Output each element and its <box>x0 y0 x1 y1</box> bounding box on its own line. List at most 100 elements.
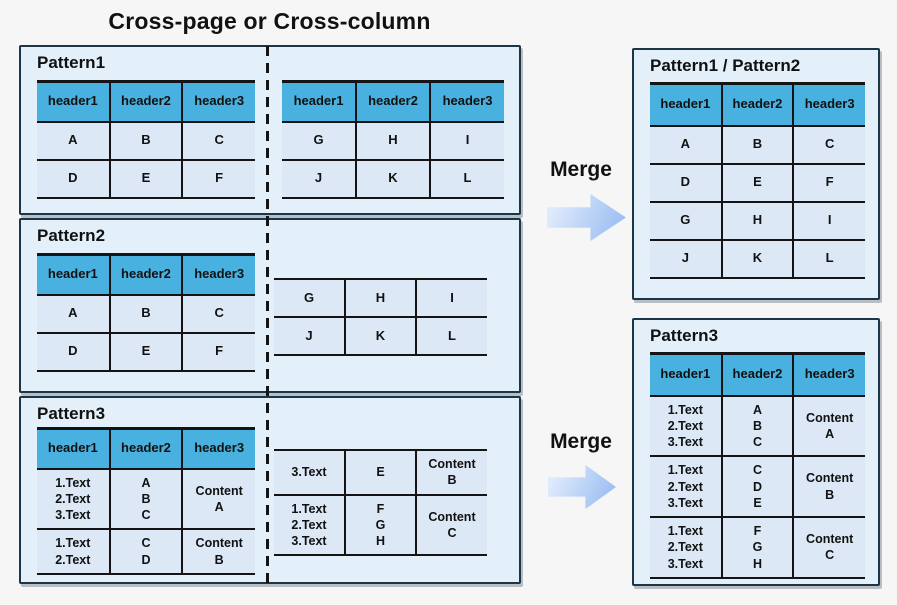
table-cell: H <box>720 200 794 240</box>
header-cell: header2 <box>108 81 183 122</box>
pattern3-main-table: header1 header2 header3 1.Text 2.Text 3.… <box>37 427 255 575</box>
table-row: 3.Text E Content B <box>274 450 487 495</box>
pattern1-continuation-table: header1 header2 header3 G H I J K L <box>282 80 504 199</box>
table-cell: E <box>720 162 794 202</box>
table-cell: 1.Text 2.Text 3.Text <box>274 493 345 556</box>
table-row: J K L <box>274 316 487 355</box>
pattern2-main-table: header1 header2 header3 A B C D E F <box>37 253 255 372</box>
header-cell: header3 <box>181 254 255 295</box>
table-header-row: header1 header2 header3 <box>37 81 255 122</box>
pattern3-panel: Pattern3 header1 header2 header3 1.Text … <box>19 396 521 584</box>
table-cell: Content B <box>415 450 487 495</box>
table-row: 1.Text 2.Text 3.Text A B C Content A <box>37 467 255 530</box>
table-cell: H <box>355 120 430 160</box>
table-row: A B C <box>37 120 255 160</box>
table-row: 1.Text 2.Text 3.Text F G H Content C <box>650 516 865 578</box>
table-cell: F G H <box>344 493 416 556</box>
table-header-row: header1 header2 header3 <box>650 353 865 396</box>
header-cell: header1 <box>37 428 110 469</box>
page-split-dashed-line <box>266 46 269 583</box>
table-cell: Content A <box>181 467 255 530</box>
table-cell: K <box>720 238 794 278</box>
table-cell: Content A <box>792 394 865 457</box>
header-cell: header2 <box>108 428 183 469</box>
table-header-row: header1 header2 header3 <box>37 254 255 295</box>
table-row: G H I <box>650 200 865 240</box>
header-cell: header1 <box>650 353 722 396</box>
table-row: A B C <box>37 293 255 333</box>
merged-pattern12-table: header1 header2 header3 A B C D E F G H … <box>650 82 865 279</box>
merged-pattern12-panel: Pattern1 / Pattern2 header1 header2 head… <box>632 48 880 300</box>
table-cell: Content B <box>792 455 865 517</box>
table-cell: A B C <box>108 467 183 530</box>
table-cell: L <box>415 316 487 355</box>
table-cell: B <box>720 124 794 164</box>
header-cell: header2 <box>108 254 183 295</box>
table-row: 1.Text 2.Text 3.Text C D E Content B <box>650 455 865 517</box>
table-cell: E <box>108 331 183 371</box>
table-cell: D <box>650 162 722 202</box>
table-row: 1.Text 2.Text C D Content B <box>37 528 255 574</box>
table-cell: J <box>274 316 345 355</box>
table-cell: F <box>181 331 255 371</box>
table-cell: A <box>37 293 110 333</box>
table-cell: C D E <box>720 455 794 517</box>
table-cell: C <box>181 120 255 160</box>
table-cell: F <box>181 158 255 198</box>
table-cell: Content C <box>792 516 865 578</box>
header-cell: header2 <box>355 81 430 122</box>
table-header-row: header1 header2 header3 <box>37 428 255 469</box>
table-cell: C <box>792 124 865 164</box>
table-cell: E <box>108 158 183 198</box>
pattern2-label: Pattern2 <box>37 226 106 245</box>
table-header-row: header1 header2 header3 <box>650 83 865 126</box>
table-cell: A <box>650 124 722 164</box>
table-row: J K L <box>282 158 504 198</box>
table-cell: 1.Text 2.Text <box>37 528 110 574</box>
header-cell: header3 <box>181 81 255 122</box>
table-cell: K <box>355 158 430 198</box>
header-cell: header3 <box>792 83 865 126</box>
table-cell: G <box>282 120 356 160</box>
table-row: D E F <box>650 162 865 202</box>
table-cell: G <box>274 279 345 317</box>
table-cell: F G H <box>720 516 794 578</box>
header-cell: header1 <box>37 254 110 295</box>
table-row: J K L <box>650 238 865 278</box>
header-cell: header3 <box>181 428 255 469</box>
pattern1-main-table: header1 header2 header3 A B C D E F <box>37 80 255 199</box>
table-cell: C D <box>108 528 183 574</box>
figure-title: Cross-page or Cross-column <box>108 8 431 34</box>
merge-arrow-1-icon <box>547 193 626 242</box>
merge-arrow-2-icon <box>548 464 616 510</box>
header-cell: header3 <box>429 81 504 122</box>
table-cell: C <box>181 293 255 333</box>
table-row: D E F <box>37 158 255 198</box>
table-cell: L <box>792 238 865 278</box>
table-row: G H I <box>274 279 487 317</box>
header-cell: header1 <box>282 81 356 122</box>
table-cell: B <box>108 120 183 160</box>
table-cell: A <box>37 120 110 160</box>
table-cell: H <box>344 279 416 317</box>
header-cell: header2 <box>720 83 794 126</box>
merged-pattern3-panel: Pattern3 header1 header2 header3 1.Text … <box>632 318 880 586</box>
table-row: 1.Text 2.Text 3.Text F G H Content C <box>274 493 487 556</box>
pattern2-continuation-table: G H I J K L <box>274 278 487 356</box>
table-cell: 1.Text 2.Text 3.Text <box>650 455 722 517</box>
merge-label-1: Merge <box>550 158 612 181</box>
header-cell: header1 <box>37 81 110 122</box>
table-cell: 1.Text 2.Text 3.Text <box>650 394 722 457</box>
pattern3-label: Pattern3 <box>37 404 106 423</box>
table-cell: F <box>792 162 865 202</box>
pattern1-label: Pattern1 <box>37 53 106 72</box>
table-cell: Content B <box>181 528 255 574</box>
table-cell: 3.Text <box>274 450 345 495</box>
table-header-row: header1 header2 header3 <box>282 81 504 122</box>
table-cell: I <box>415 279 487 317</box>
table-row: D E F <box>37 331 255 371</box>
pattern1-panel: Pattern1 header1 header2 header3 A B C D… <box>19 45 521 215</box>
table-cell: J <box>282 158 356 198</box>
merged-pattern3-table: header1 header2 header3 1.Text 2.Text 3.… <box>650 352 865 579</box>
